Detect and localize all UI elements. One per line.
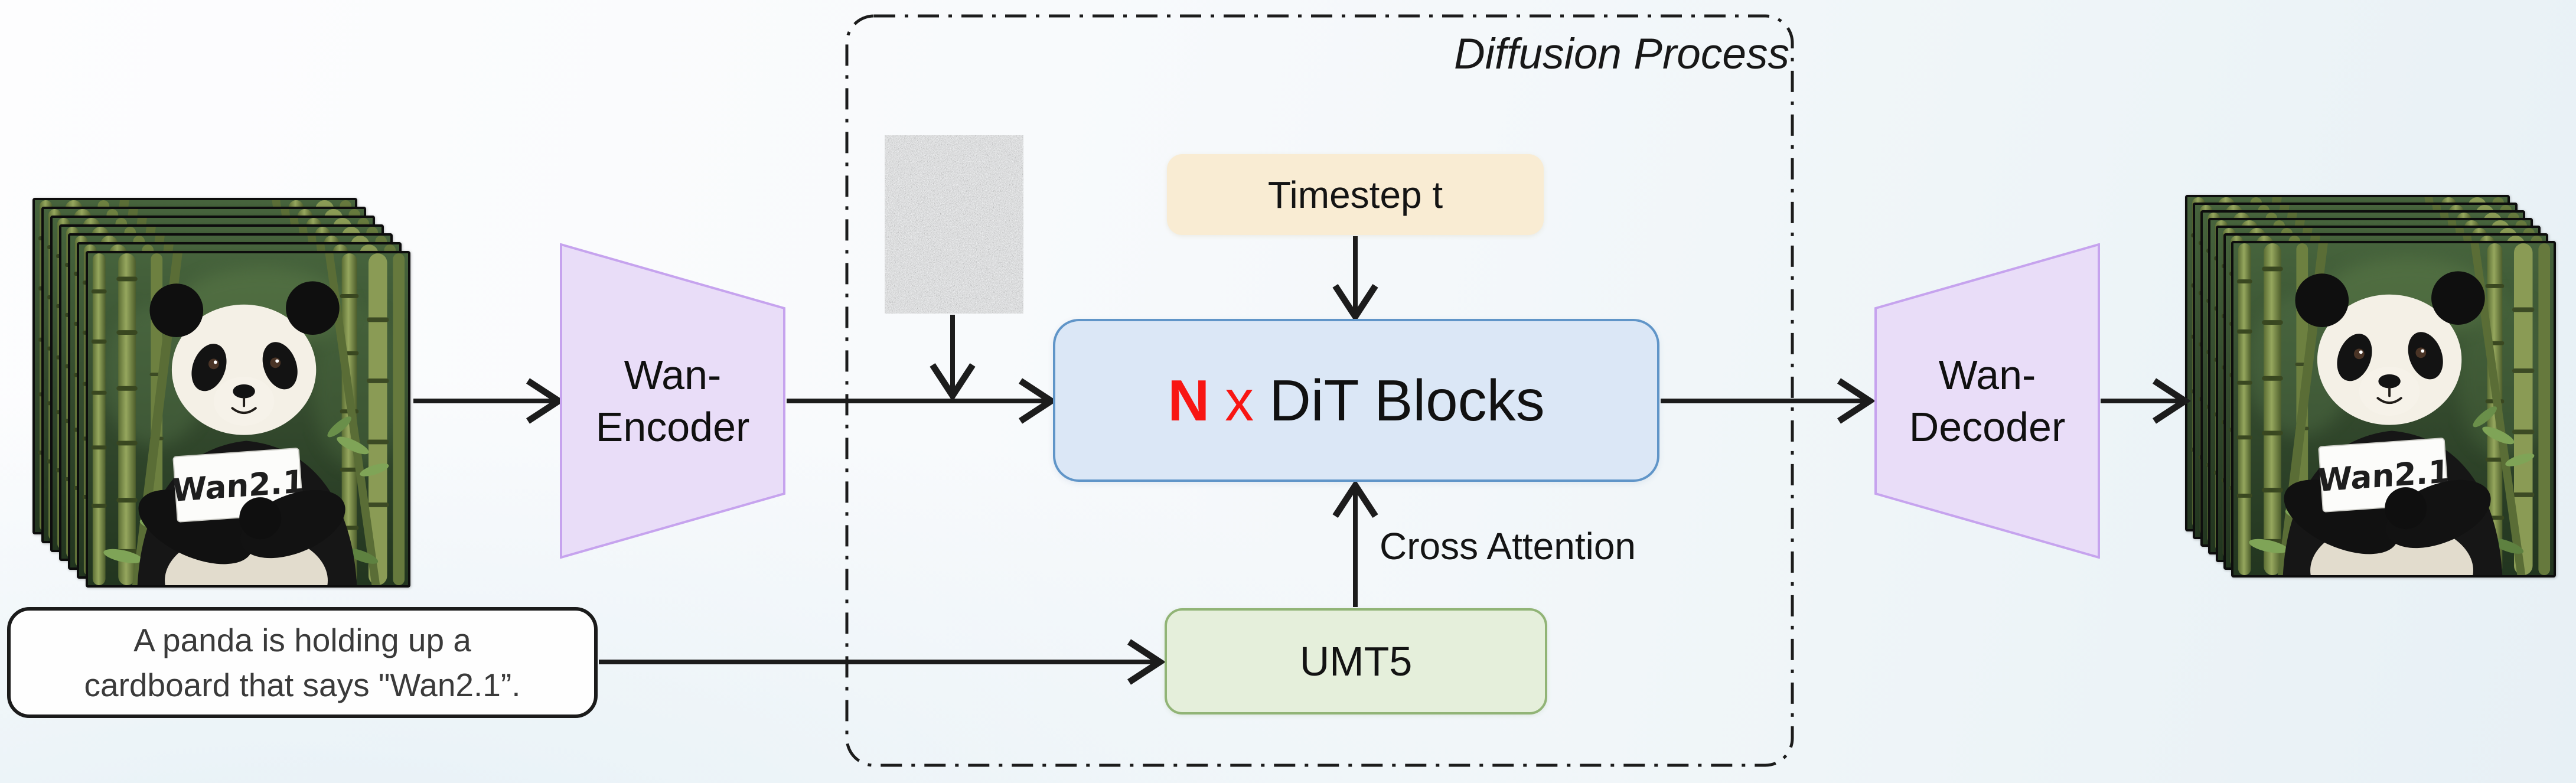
prompt-line1: A panda is holding up a bbox=[133, 622, 471, 658]
encoder-label: Wan- Encoder bbox=[560, 349, 785, 453]
input-video-frames bbox=[32, 198, 410, 588]
video-frame bbox=[2231, 241, 2556, 578]
arrow-dit-to-decoder bbox=[1661, 378, 1876, 424]
dit-count-symbol: N bbox=[1168, 367, 1210, 433]
prompt-box: A panda is holding up a cardboard that s… bbox=[7, 607, 598, 718]
arrow-encoder-to-dit bbox=[787, 378, 1058, 424]
encoder-label-line1: Wan- bbox=[624, 352, 722, 398]
arrow-umt5-to-dit bbox=[1332, 479, 1378, 607]
decoder-trapezoid bbox=[1874, 243, 2100, 559]
umt5-label: UMT5 bbox=[1299, 638, 1413, 684]
prompt-line2: cardboard that says "Wan2.1”. bbox=[84, 667, 521, 703]
timestep-box: Timestep t bbox=[1167, 154, 1544, 235]
output-video-frames bbox=[2185, 195, 2556, 578]
video-frame bbox=[86, 251, 410, 588]
encoder-trapezoid bbox=[560, 243, 785, 559]
arrow-noise-to-latent-path bbox=[930, 315, 976, 402]
arrow-frames-to-encoder bbox=[413, 378, 565, 424]
decoder-label: Wan- Decoder bbox=[1874, 349, 2100, 453]
dit-times-symbol: x bbox=[1225, 367, 1254, 433]
umt5-box: UMT5 bbox=[1165, 608, 1547, 715]
decoder-label-line1: Wan- bbox=[1938, 352, 2036, 398]
panda-image bbox=[88, 253, 408, 585]
wan-decoder-block: Wan- Decoder bbox=[1874, 243, 2100, 559]
arrow-decoder-to-frames bbox=[2101, 378, 2192, 424]
panda-image bbox=[2233, 243, 2554, 575]
timestep-label: Timestep t bbox=[1267, 173, 1443, 216]
dit-blocks-box: N x DiT Blocks bbox=[1053, 319, 1659, 482]
diffusion-process-title: Diffusion Process bbox=[1454, 30, 1789, 78]
cross-attention-label: Cross Attention bbox=[1380, 525, 1636, 567]
arrow-timestep-to-dit bbox=[1332, 236, 1378, 323]
encoder-label-line2: Encoder bbox=[595, 404, 750, 450]
decoder-label-line2: Decoder bbox=[1909, 404, 2066, 450]
noise-latent-image bbox=[885, 135, 1023, 314]
dit-blocks-label: DiT Blocks bbox=[1269, 367, 1545, 433]
arrow-prompt-to-umt5 bbox=[599, 639, 1166, 685]
wan-encoder-block: Wan- Encoder bbox=[560, 243, 785, 559]
